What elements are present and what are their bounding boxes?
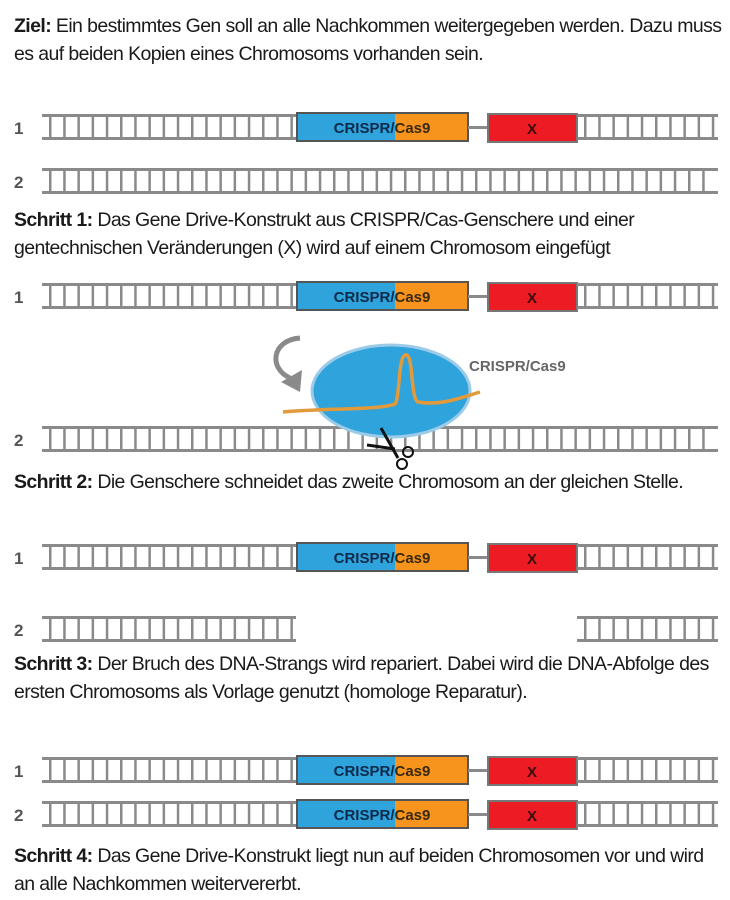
crispr-cas9-cassette: CRISPR/Cas9	[296, 281, 469, 311]
goal-description: Ein bestimmtes Gen soll an alle Nachkomm…	[14, 15, 722, 65]
svg-text:CRISPR/Cas9: CRISPR/Cas9	[334, 807, 431, 824]
step4-label: Schritt 4:	[14, 845, 93, 867]
svg-text:CRISPR/Cas9: CRISPR/Cas9	[334, 550, 431, 567]
step1-label: Schritt 1:	[14, 209, 93, 231]
arrow-head-icon	[281, 370, 302, 392]
chromosome-number: 1	[14, 549, 23, 568]
step2-description: Die Genschere schneidet das zweite Chrom…	[92, 471, 684, 493]
svg-text:X: X	[527, 764, 537, 781]
chromosome-number: 2	[14, 173, 23, 192]
svg-text:X: X	[527, 551, 537, 568]
chromosome-2: 2	[14, 616, 718, 642]
modification-x-box: X	[487, 282, 578, 312]
modification-x-box: X	[487, 113, 578, 143]
chromosome-number: 2	[14, 621, 23, 640]
guide-rna	[282, 353, 481, 414]
chromosome-1: 1 CRISPR/Cas9 X	[14, 542, 718, 573]
crispr-cas9-complex: CRISPR/Cas9	[273, 335, 566, 470]
step2-text: Schritt 2: Die Genschere schneidet das z…	[14, 468, 726, 496]
svg-text:CRISPR/Cas9: CRISPR/Cas9	[334, 763, 431, 780]
chromosome-1: 1 CRISPR/Cas9 X	[14, 755, 718, 786]
step4-description: Das Gene Drive-Konstrukt liegt nun auf b…	[14, 845, 704, 895]
modification-x-box: X	[487, 756, 578, 786]
goal-text: Ziel: Ein bestimmtes Gen soll an alle Na…	[14, 12, 726, 68]
crispr-cas9-cassette: CRISPR/Cas9	[296, 112, 469, 142]
step3-description: Der Bruch des DNA-Strangs wird repariert…	[14, 653, 709, 703]
step3-text: Schritt 3: Der Bruch des DNA-Strangs wir…	[14, 650, 726, 706]
chromosome-1: 1 CRISPR/Cas9 X	[14, 112, 718, 143]
crispr-cas9-cassette: CRISPR/Cas9	[296, 755, 469, 785]
chromosome-number: 2	[14, 806, 23, 825]
step2-label: Schritt 2:	[14, 471, 93, 493]
step4-text: Schritt 4: Das Gene Drive-Konstrukt lieg…	[14, 842, 726, 898]
chromosome-1: 1 CRISPR/Cas9 X	[14, 281, 718, 312]
chromosome-2: 2 CRISPR/Cas9 X	[14, 799, 718, 830]
svg-text:CRISPR/Cas9: CRISPR/Cas9	[334, 289, 431, 306]
modification-x-box: X	[487, 800, 578, 830]
cas9-protein	[310, 343, 472, 439]
crispr-cas9-cassette: CRISPR/Cas9	[296, 799, 469, 829]
svg-text:X: X	[527, 121, 537, 138]
step1-text: Schritt 1: Das Gene Drive-Konstrukt aus …	[14, 206, 726, 262]
step1-description: Das Gene Drive-Konstrukt aus CRISPR/Cas-…	[14, 209, 635, 259]
svg-text:CRISPR/Cas9: CRISPR/Cas9	[334, 120, 431, 137]
chromosome-number: 1	[14, 288, 23, 307]
modification-x-box: X	[487, 543, 578, 573]
curved-arrow-icon	[273, 335, 301, 381]
chromosome-number: 1	[14, 762, 23, 781]
chromosome-number: 1	[14, 119, 23, 138]
chromosome-number: 2	[14, 431, 23, 450]
goal-label: Ziel:	[14, 15, 52, 37]
complex-label: CRISPR/Cas9	[469, 358, 566, 375]
svg-text:X: X	[527, 290, 537, 307]
chromosome-2: 2	[14, 168, 718, 194]
crispr-cas9-cassette: CRISPR/Cas9	[296, 542, 469, 572]
step3-label: Schritt 3:	[14, 653, 93, 675]
scissors-icon	[366, 427, 414, 470]
svg-text:X: X	[527, 808, 537, 825]
